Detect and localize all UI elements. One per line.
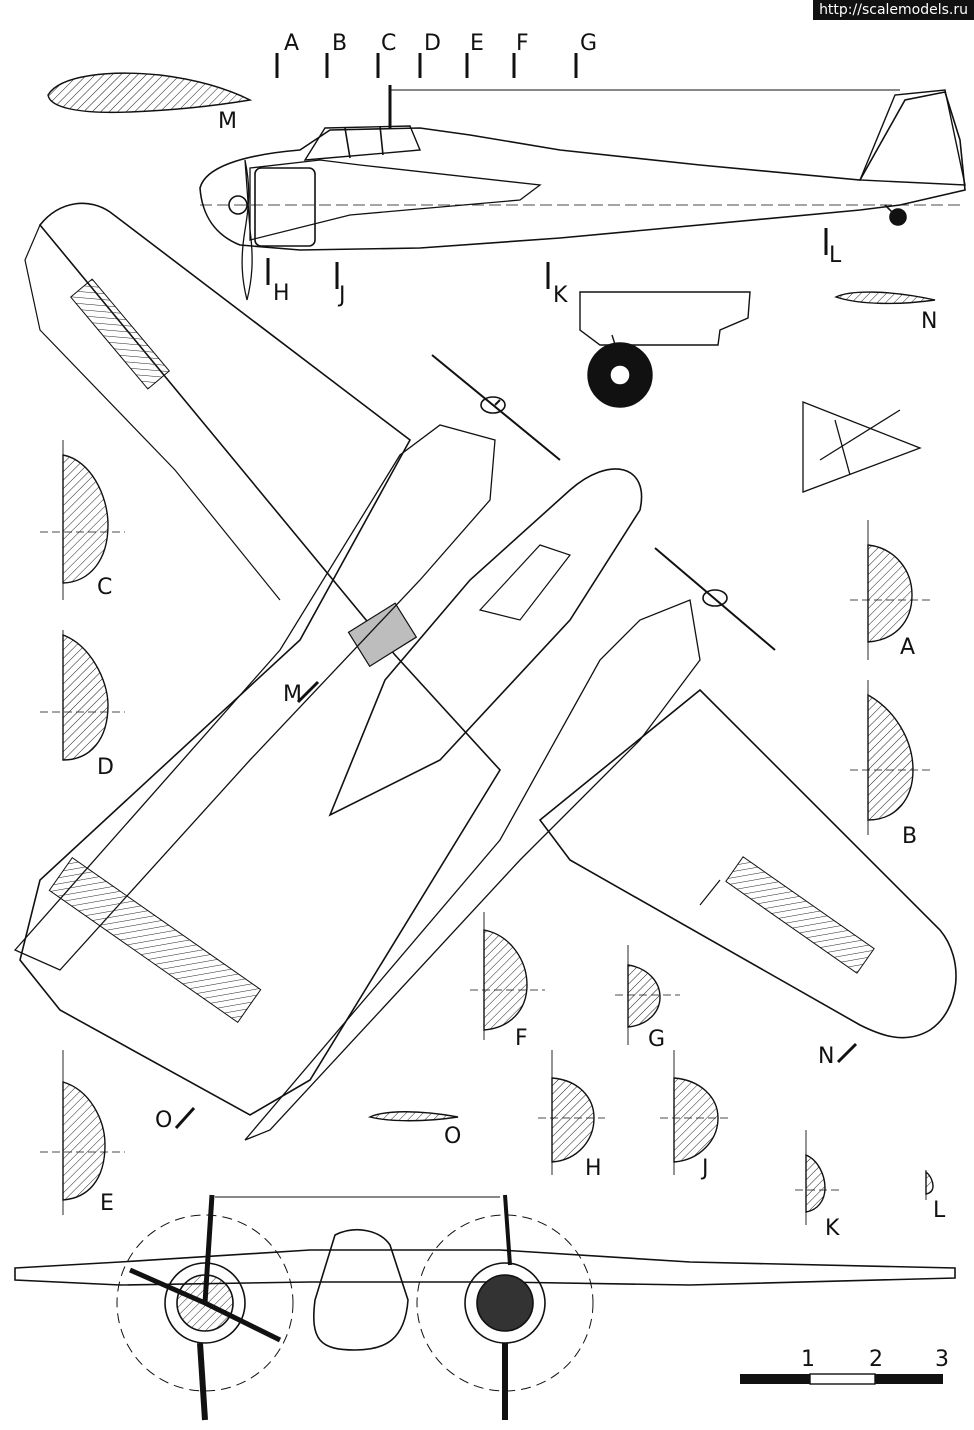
scale-tick-1: 1 — [801, 1347, 815, 1372]
side-engine-nacelle — [249, 159, 542, 241]
section-label-d: D — [97, 755, 114, 780]
plan-left-wing — [19, 202, 501, 1116]
section-c — [62, 454, 109, 584]
front-left-engine — [164, 1262, 246, 1344]
station-label-c: C — [381, 31, 397, 56]
section-label-h: H — [585, 1156, 602, 1181]
side-canopy — [303, 125, 422, 161]
airfoil-o — [367, 1111, 459, 1122]
scale-tick-2: 2 — [869, 1347, 883, 1372]
panel-detail — [802, 401, 922, 493]
cut-label-m: M — [283, 682, 302, 707]
front-left-gear — [197, 1342, 208, 1421]
cross-sections — [40, 440, 934, 1225]
station-label-l: L — [829, 243, 842, 268]
scale-bar: 1 2 3 — [740, 1347, 949, 1385]
front-fuselage — [313, 1229, 409, 1351]
airfoils — [47, 72, 936, 1122]
plan-left-boom — [13, 424, 496, 971]
cut-label-n: N — [818, 1044, 835, 1069]
watermark-url[interactable]: http://scalemodels.ru — [813, 0, 974, 20]
station-label-d: D — [424, 31, 441, 56]
airfoil-label-m: M — [218, 109, 237, 134]
station-label-b: B — [332, 31, 348, 56]
section-l — [925, 1170, 934, 1195]
section-f — [483, 929, 528, 1031]
front-propeller — [128, 1194, 282, 1343]
side-propeller — [241, 159, 253, 301]
section-label-k: K — [825, 1216, 840, 1241]
airfoil-label-n: N — [921, 309, 938, 334]
station-label-e: E — [470, 31, 484, 56]
section-g — [627, 964, 661, 1028]
cut-label-o: O — [155, 1108, 173, 1133]
section-label-c: C — [97, 575, 113, 600]
section-e — [62, 1081, 106, 1201]
section-b — [867, 693, 914, 821]
side-fuselage-outline — [199, 91, 966, 251]
section-a — [867, 544, 913, 643]
section-label-f: F — [515, 1026, 528, 1051]
section-label-l: L — [933, 1198, 946, 1223]
airfoil-label-o: O — [444, 1124, 462, 1149]
scale-tick-3: 3 — [935, 1347, 949, 1372]
section-j — [673, 1077, 719, 1163]
station-label-g: G — [580, 31, 598, 56]
plan-canopy — [478, 544, 571, 621]
station-label-f: F — [516, 31, 529, 56]
plan-right-wing — [538, 688, 957, 1039]
airfoil-m — [47, 72, 253, 114]
section-k — [805, 1153, 826, 1213]
section-label-g: G — [648, 1027, 666, 1052]
section-d — [62, 633, 109, 761]
station-label-j: J — [339, 283, 346, 308]
plan-right-boom — [244, 599, 701, 1141]
plan-view — [13, 202, 957, 1141]
plan-left-propeller — [431, 354, 561, 461]
station-label-k: K — [553, 283, 568, 308]
main-gear-detail — [579, 291, 751, 408]
station-label-h: H — [273, 281, 290, 306]
side-station-ticks — [266, 53, 828, 289]
section-label-b: B — [902, 824, 918, 849]
airfoil-n — [834, 291, 936, 305]
side-view — [199, 53, 966, 301]
side-tail-fin — [858, 89, 966, 186]
section-label-e: E — [100, 1191, 114, 1216]
section-h — [551, 1077, 595, 1163]
station-label-a: A — [284, 31, 300, 56]
section-label-a: A — [900, 635, 916, 660]
front-wing — [14, 1249, 956, 1286]
plan-fuselage — [328, 468, 643, 817]
front-view — [14, 1194, 956, 1421]
section-label-j: J — [702, 1156, 709, 1181]
plan-right-propeller — [654, 547, 776, 651]
